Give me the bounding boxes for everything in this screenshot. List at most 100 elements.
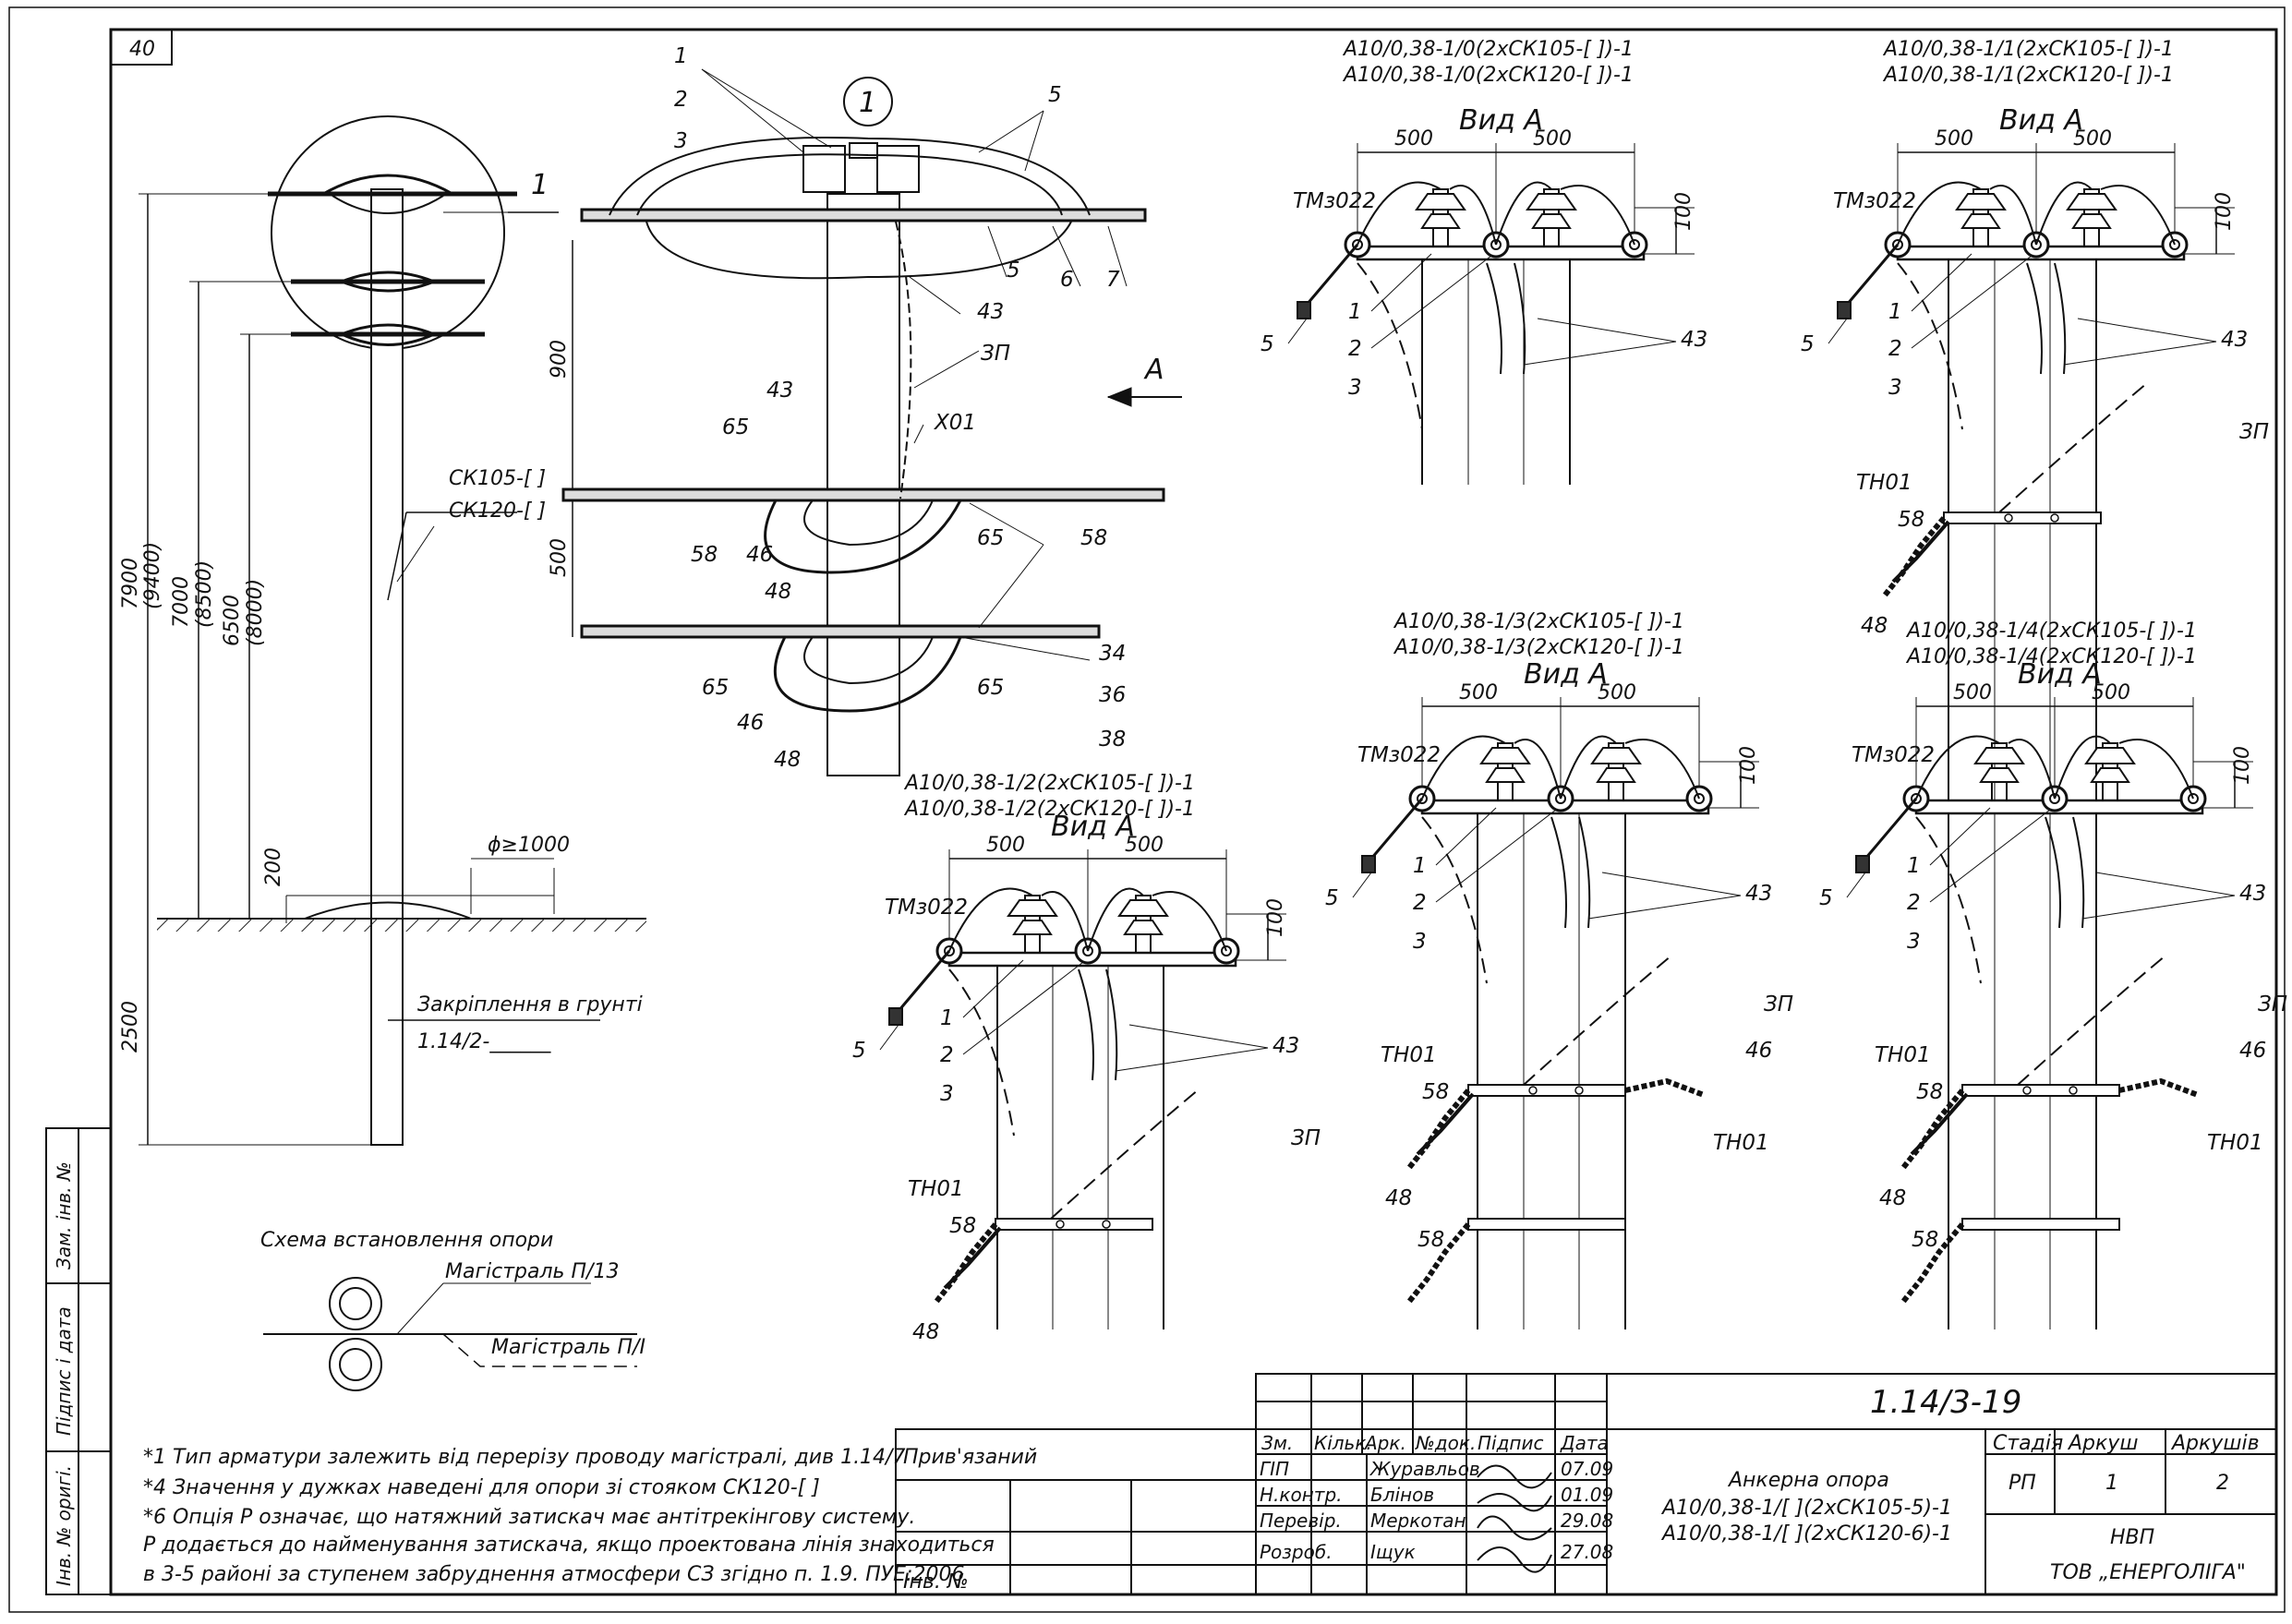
mv-dim-500: 500	[548, 538, 571, 577]
dim-7000: 7000	[170, 576, 193, 628]
view-4-n46: 46	[2239, 1039, 2266, 1063]
view-2-code1: А10/0,38-1/2(2хСК105-[ ])-1	[903, 772, 1195, 795]
mv-label-43b: 43	[766, 379, 793, 403]
view-4-tn01: ТН01	[1875, 1043, 1931, 1067]
view-2-n1: 1	[940, 1006, 954, 1030]
mv-label-5a: 5	[1048, 83, 1062, 107]
tb-sheet: 1	[2105, 1472, 2118, 1495]
view-4-code1: А10/0,38-1/4(2хСК105-[ ])-1	[1905, 620, 2197, 643]
view-1-n2: 2	[1888, 337, 1902, 361]
tb-name-2: Меркотан	[1370, 1510, 1466, 1532]
view-4-dim100: 100	[2231, 746, 2254, 785]
view-3-dim100: 100	[1737, 746, 1760, 785]
schema-title: Схема встановлення опори	[260, 1229, 553, 1252]
schema-line1: Магістраль П/13	[445, 1260, 619, 1283]
note-3: *6 Опція Р означає, що натяжний затискач…	[143, 1506, 915, 1529]
view-4-dim500b: 500	[2092, 681, 2130, 704]
dim-7900: 7900	[119, 558, 142, 609]
mv-label-58a: 58	[691, 543, 718, 567]
view-0-code2: А10/0,38-1/0(2хСК120-[ ])-1	[1342, 64, 1634, 87]
view-4-n5: 5	[1819, 886, 1833, 910]
view-a-2: А10/0,38-1/2(2хСК105-[ ])-1А10/0,38-1/2(…	[852, 772, 1321, 1344]
view-1-code1: А10/0,38-1/1(2хСК105-[ ])-1	[1882, 38, 2174, 61]
views-layer: А10/0,38-1/0(2хСК105-[ ])-1А10/0,38-1/0(…	[852, 38, 2287, 1344]
tb-title-2: А10/0,38-1/[ ](2хСК105-5)-1	[1660, 1497, 1952, 1520]
tb-date-2: 29.08	[1561, 1510, 1613, 1532]
tb-role-rozrob: Розроб.	[1260, 1541, 1333, 1563]
view-2-dim500a: 500	[986, 834, 1025, 857]
schema-line2: Магістраль П/І	[491, 1336, 645, 1359]
view-1-n48: 48	[1861, 614, 1888, 638]
tb-h-pidpys: Підпис	[1478, 1432, 1544, 1454]
view-3-code1: А10/0,38-1/3(2хСК105-[ ])-1	[1393, 610, 1684, 633]
view-1-code2: А10/0,38-1/1(2хСК120-[ ])-1	[1882, 64, 2174, 87]
main-view	[561, 68, 1182, 776]
view-3-n46: 46	[1745, 1039, 1772, 1063]
mv-label-x01: Х01	[934, 411, 976, 435]
note-5: в 3-5 районі за ступенем забруднення атм…	[143, 1563, 965, 1586]
pole-sk120: СК120-[ ]	[449, 499, 546, 523]
view-1-n3: 3	[1888, 376, 1902, 400]
view-0-tmz: ТМз022	[1293, 189, 1376, 213]
view-1-n43: 43	[2221, 328, 2248, 352]
tb-role-gip: ГІП	[1260, 1458, 1289, 1480]
tb-col-sheet: Аркуш	[2067, 1432, 2138, 1455]
dim-2500: 2500	[119, 1001, 142, 1053]
view-1-dim100: 100	[2213, 192, 2236, 231]
view-1-tmz: ТМз022	[1833, 189, 1916, 213]
view-1-tn01: ТН01	[1856, 471, 1912, 495]
view-0-n1: 1	[1348, 300, 1362, 324]
view-0-n3: 3	[1348, 376, 1362, 400]
tb-title-1: Анкерна опора	[1727, 1469, 1889, 1492]
view-2-dim100: 100	[1264, 898, 1287, 937]
view-a-1: А10/0,38-1/1(2хСК105-[ ])-1А10/0,38-1/1(…	[1801, 38, 2269, 803]
view-2-title: Вид А	[1051, 811, 1135, 843]
tb-name-1: Блінов	[1370, 1484, 1434, 1506]
view-2-code2: А10/0,38-1/2(2хСК120-[ ])-1	[903, 798, 1195, 821]
mv-label-6: 6	[1060, 268, 1074, 292]
view-3-n58: 58	[1422, 1080, 1449, 1104]
view-4-n2: 2	[1907, 891, 1921, 915]
view-3-tn01: ТН01	[1381, 1043, 1437, 1067]
mv-label-1: 1	[674, 44, 688, 68]
view-2-n5: 5	[852, 1039, 866, 1063]
view-4-n1: 1	[1907, 854, 1921, 878]
view-3-n5: 5	[1325, 886, 1339, 910]
note-4: Р додається до найменування затискача, я…	[143, 1534, 995, 1557]
mv-label-36: 36	[1099, 683, 1126, 707]
tb-role-nkontr: Н.контр.	[1260, 1484, 1343, 1506]
view-2-n58: 58	[949, 1214, 976, 1238]
view-4-n43: 43	[2239, 882, 2266, 906]
tb-role-pereviv: Перевір.	[1260, 1510, 1342, 1532]
tb-date-1: 01.09	[1561, 1484, 1613, 1506]
dim-8500: (8500)	[193, 560, 216, 628]
fix-text: Закріплення в грунті	[417, 993, 643, 1017]
view-2-n3: 3	[940, 1082, 954, 1106]
mv-label-48a: 48	[765, 580, 791, 604]
tb-h-kilk: Кільк.	[1314, 1432, 1372, 1454]
view-3-zp: ЗП	[1764, 992, 1793, 1017]
view-1-n1: 1	[1888, 300, 1902, 324]
tb-doc-code: 1.14/3-19	[1870, 1384, 2021, 1421]
sheet-number: 40	[129, 38, 155, 61]
tb-h-zm: Зм.	[1261, 1432, 1293, 1454]
view-0-title: Вид А	[1459, 104, 1543, 137]
tb-pryvyaz: Прив'язаний	[903, 1446, 1037, 1469]
mv-label-3: 3	[674, 129, 688, 153]
view-1-dim500a: 500	[1935, 127, 1973, 150]
view-4-n58b: 58	[1912, 1228, 1938, 1252]
title-block	[895, 1373, 2277, 1595]
view-2-n48: 48	[912, 1320, 939, 1344]
note-1: *1 Тип арматури залежить від перерізу пр…	[143, 1446, 905, 1469]
view-2-n2: 2	[940, 1043, 954, 1067]
tb-stage: РП	[2009, 1472, 2036, 1495]
stamp-zam-inv: Зам. інв. №	[53, 1161, 75, 1269]
view-4-tmz: ТМз022	[1852, 743, 1935, 767]
view-0-dim100: 100	[1672, 192, 1695, 231]
view-4-zp: ЗП	[2258, 992, 2287, 1017]
stamp-inv-orig: Інв. № оригі.	[53, 1465, 75, 1586]
view-3-n2: 2	[1413, 891, 1427, 915]
mv-label-zp: ЗП	[981, 342, 1010, 366]
